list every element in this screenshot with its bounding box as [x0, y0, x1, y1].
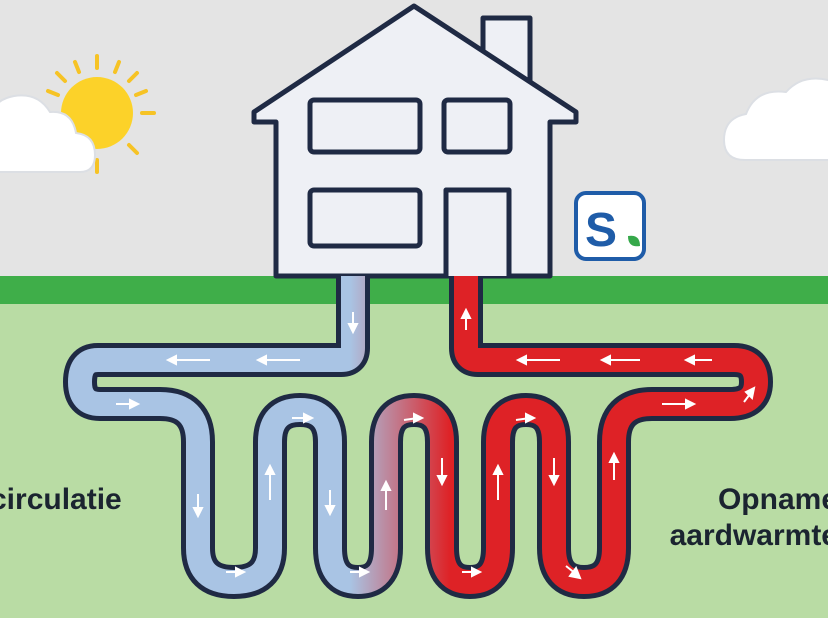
- arrow-icon: [264, 463, 276, 500]
- arrow-icon: [548, 458, 560, 487]
- arrow-icon: [403, 412, 425, 424]
- house-icon: [251, 3, 579, 279]
- cloud-icon: [722, 77, 828, 161]
- arrow-icon: [116, 398, 141, 410]
- arrow-icon: [347, 312, 359, 335]
- arrow-icon: [662, 398, 697, 410]
- window: [441, 97, 513, 155]
- arrow-icon: [492, 463, 504, 500]
- arrow-icon: [255, 354, 300, 366]
- arrow-icon: [599, 354, 640, 366]
- arrow-icon: [515, 412, 537, 424]
- arrow-icon: [192, 494, 204, 519]
- cloud-icon: [0, 94, 97, 173]
- heat-intake-label-line2: aardwarmte: [669, 519, 828, 552]
- arrow-icon: [324, 490, 336, 517]
- arrow-icon: [165, 354, 210, 366]
- arrow-icon: [608, 451, 620, 480]
- arrow-icon: [292, 412, 315, 424]
- window: [307, 97, 423, 155]
- arrow-icon: [436, 458, 448, 487]
- arrow-icon: [743, 386, 756, 403]
- door: [443, 187, 512, 276]
- circulation-label: circulatie: [0, 483, 122, 516]
- arrow-icon: [460, 307, 472, 330]
- heat-intake-label-line1: Opname: [717, 483, 828, 516]
- grass-strip: [0, 276, 828, 304]
- flow-arrows: [116, 307, 756, 580]
- arrow-icon: [683, 354, 712, 366]
- arrow-icon: [462, 566, 483, 578]
- arrow-icon: [515, 354, 560, 366]
- heat-intake-label: Opname aardwarmte: [670, 482, 828, 554]
- arrow-icon: [380, 479, 392, 510]
- logo-letter: S: [585, 204, 617, 257]
- arrow-icon: [350, 566, 371, 578]
- brand-logo-icon: S: [574, 191, 646, 261]
- arrow-icon: [226, 566, 247, 578]
- window: [307, 187, 423, 249]
- arrow-icon: [565, 565, 582, 580]
- ground-loop-pipe: [63, 276, 773, 599]
